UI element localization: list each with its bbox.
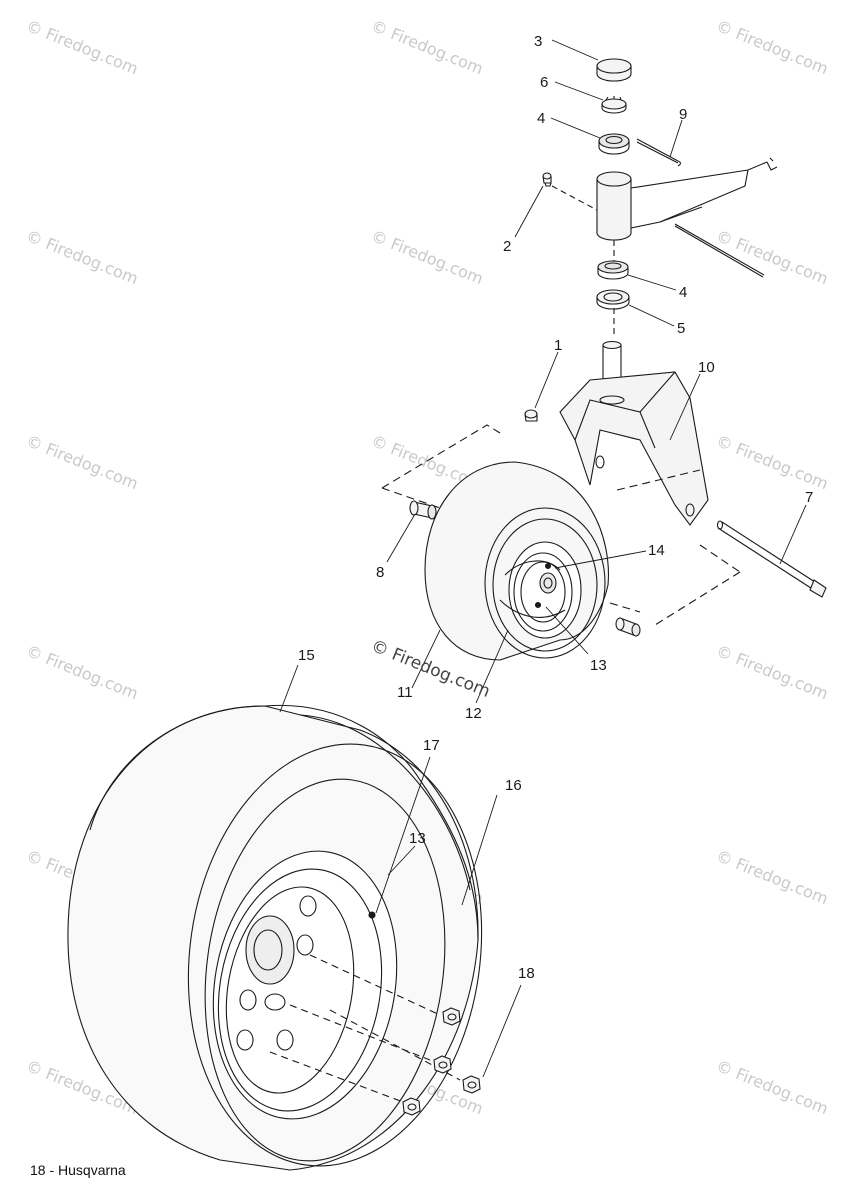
callout-5: 5 bbox=[677, 320, 685, 337]
callout-12: 12 bbox=[465, 705, 482, 722]
callout-15: 15 bbox=[298, 647, 315, 664]
part-drive-wheel bbox=[67, 704, 483, 1171]
watermark: © Firedog.com bbox=[24, 226, 141, 288]
watermark: © Firedog.com bbox=[369, 226, 486, 288]
callout-2: 2 bbox=[503, 238, 511, 255]
callout-16: 16 bbox=[505, 777, 522, 794]
callout-labels: 3 6 4 9 2 4 5 1 10 7 8 14 13 11 12 15 17… bbox=[298, 33, 813, 982]
part-seal bbox=[596, 289, 630, 310]
part-lug-nuts bbox=[402, 1007, 481, 1116]
watermark: © Firedog.com bbox=[714, 641, 831, 703]
part-axle-bolt bbox=[716, 520, 827, 598]
part-caster-wheel bbox=[424, 461, 609, 661]
watermark: © Firedog.com bbox=[714, 16, 831, 78]
part-caster-fork bbox=[559, 340, 709, 526]
watermark: © Firedog.com bbox=[714, 226, 831, 288]
callout-13: 13 bbox=[409, 830, 426, 847]
assembly-guide-lines bbox=[551, 185, 615, 335]
callout-1: 1 bbox=[554, 337, 562, 354]
part-spacer-left bbox=[409, 500, 437, 520]
callout-10: 10 bbox=[698, 359, 715, 376]
callout-17: 17 bbox=[423, 737, 440, 754]
callout-3: 3 bbox=[534, 33, 542, 50]
part-spacer-right bbox=[615, 617, 641, 637]
part-cotter-pin bbox=[636, 138, 682, 167]
watermark: © Firedog.com bbox=[24, 641, 141, 703]
watermark: © Firedog.com bbox=[369, 16, 486, 78]
watermark: © Firedog.com bbox=[714, 431, 831, 493]
part-bearing-lower bbox=[597, 260, 629, 280]
watermark: © Firedog.com bbox=[24, 16, 141, 78]
callout-leaders bbox=[279, 39, 807, 1078]
callout-6: 6 bbox=[540, 74, 548, 91]
callout-14: 14 bbox=[648, 542, 665, 559]
part-dust-cap bbox=[596, 58, 632, 82]
callout-9: 9 bbox=[679, 106, 687, 123]
page-label: 18 - Husqvarna bbox=[30, 1162, 126, 1178]
callout-13: 13 bbox=[590, 657, 607, 674]
assembly-guide-lines bbox=[381, 424, 741, 626]
part-grease-fitting bbox=[542, 172, 552, 187]
part-castle-nut bbox=[601, 96, 627, 114]
part-grease-fitting-fork bbox=[524, 409, 538, 422]
callout-4: 4 bbox=[679, 284, 687, 301]
callout-18: 18 bbox=[518, 965, 535, 982]
callout-7: 7 bbox=[805, 489, 813, 506]
part-bearing-upper bbox=[598, 133, 630, 155]
watermark: © Firedog.com bbox=[714, 846, 831, 908]
watermark: © Firedog.com bbox=[24, 431, 141, 493]
part-frame-arm bbox=[596, 157, 778, 278]
callout-8: 8 bbox=[376, 564, 384, 581]
callout-4: 4 bbox=[537, 110, 545, 127]
callout-11: 11 bbox=[397, 684, 413, 701]
watermark: © Firedog.com bbox=[714, 1056, 831, 1118]
